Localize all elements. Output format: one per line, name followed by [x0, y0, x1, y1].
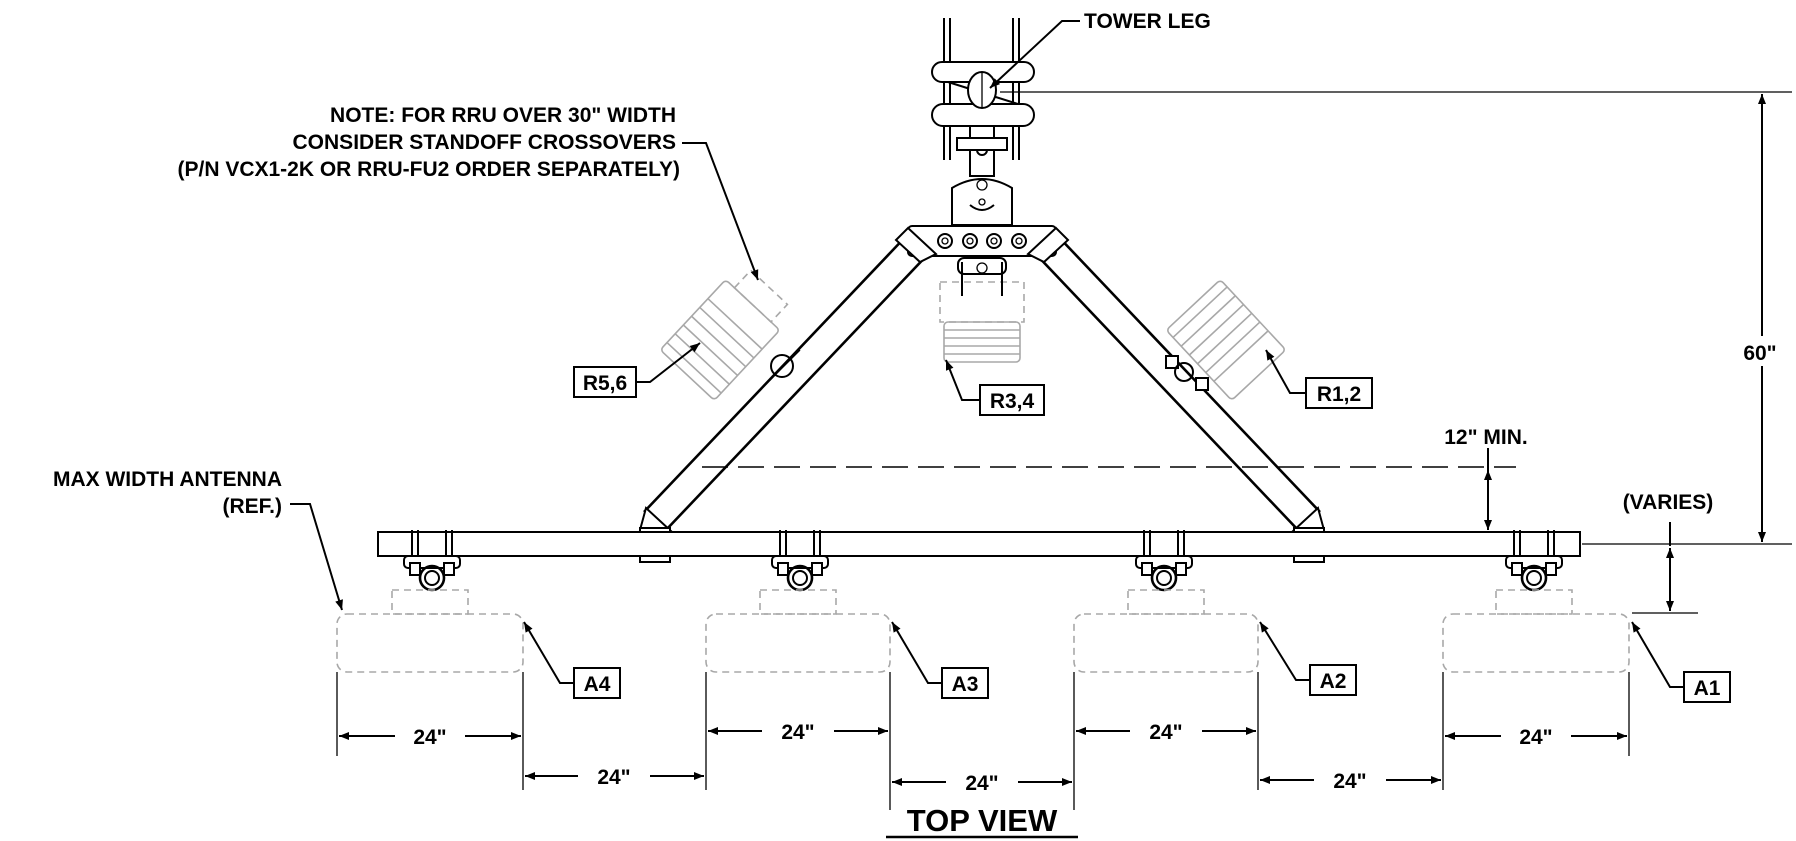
max-width-line-1: MAX WIDTH ANTENNA [53, 468, 282, 491]
antenna-tag-box-a2 [1309, 664, 1357, 696]
antenna-a1 [1442, 589, 1630, 673]
dimension-60-label: 60" [1743, 342, 1776, 365]
rru-r56 [661, 269, 801, 400]
right-support-arm [1026, 226, 1326, 550]
antenna-spacing-1-label: 24" [597, 766, 630, 789]
antenna-width-a2: 24" [1076, 721, 1256, 744]
antenna-spacing-2: 24" [892, 772, 1072, 795]
mount-plate [907, 178, 1057, 257]
antenna-spacing-2-label: 24" [965, 772, 998, 795]
tower-leg-clamp [931, 18, 1035, 177]
rru-r12 [1165, 280, 1285, 400]
antenna-a4 [336, 589, 524, 673]
antenna-extension-lines [336, 672, 1630, 810]
dimension-varies-label: (VARIES) [1623, 491, 1714, 514]
max-width-leader [290, 503, 343, 611]
tower-leg-leader [989, 20, 1080, 89]
view-title: TOP VIEW [907, 803, 1058, 838]
note-leader [682, 142, 759, 281]
rru-leader-r12 [1265, 349, 1306, 394]
antenna-clamp-a3 [771, 530, 829, 592]
antenna-width-a4-label: 24" [413, 726, 446, 749]
antenna-tag-box-a3 [941, 667, 989, 699]
antenna-leader-a2 [1259, 621, 1310, 681]
antenna-width-a1-label: 24" [1519, 726, 1552, 749]
antenna-tag-a2: A2 [1320, 670, 1347, 693]
antenna-spacing-3: 24" [1260, 770, 1441, 793]
antenna-tag-box-a4 [573, 667, 621, 699]
rru-tag-r56: R5,6 [583, 372, 627, 395]
dimension-12-min: 12" MIN. [702, 426, 1528, 530]
rru-leader-r34 [945, 359, 980, 401]
antenna-spacing-3-label: 24" [1333, 770, 1366, 793]
antenna-spacing-1: 24" [525, 766, 704, 789]
antenna-width-a3: 24" [708, 721, 888, 744]
dimension-60: 60" [1000, 91, 1792, 545]
antenna-width-a4: 24" [339, 726, 521, 749]
max-width-line-2: (REF.) [223, 495, 283, 518]
antenna-leader-a1 [1631, 621, 1684, 688]
rru-tag-box-r34 [979, 384, 1045, 416]
antenna-a2 [1073, 589, 1259, 673]
tower-leg-label: TOWER LEG [1084, 10, 1211, 33]
antenna-leader-a3 [891, 621, 942, 684]
antenna-clamp-a4 [403, 530, 461, 592]
rru-r34 [939, 257, 1025, 363]
dimension-varies: (VARIES) [1623, 491, 1714, 614]
antenna-width-a2-label: 24" [1149, 721, 1182, 744]
dimension-12-min-label: 12" MIN. [1444, 426, 1527, 449]
rru-leader-r56 [636, 342, 701, 383]
rru-tag-r34: R3,4 [990, 390, 1035, 413]
antenna-width-a3-label: 24" [781, 721, 814, 744]
note-line-1: NOTE: FOR RRU OVER 30" WIDTH [330, 104, 676, 127]
antenna-tag-a3: A3 [952, 673, 979, 696]
rru-tag-r12: R1,2 [1317, 383, 1361, 406]
antenna-a3 [705, 589, 891, 673]
note-line-3: (P/N VCX1-2K OR RRU-FU2 ORDER SEPARATELY… [177, 158, 680, 181]
rru-tag-box-r12 [1305, 377, 1373, 409]
antenna-tag-a4: A4 [584, 673, 611, 696]
antenna-leader-a4 [523, 621, 574, 684]
note-line-2: CONSIDER STANDOFF CROSSOVERS [293, 131, 676, 154]
antenna-clamp-a1 [1505, 530, 1563, 592]
antenna-tag-a1: A1 [1694, 677, 1721, 700]
antenna-mount-pipe [377, 531, 1581, 557]
left-support-arm [638, 226, 938, 550]
antenna-width-a1: 24" [1445, 726, 1627, 749]
